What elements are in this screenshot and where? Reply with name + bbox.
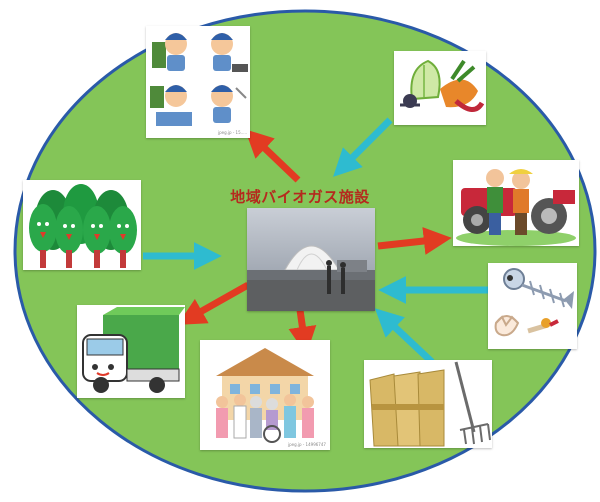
care-facility-card: jpeg.jp - 14996747	[200, 340, 330, 450]
fish-bones-eggshell-icon	[494, 268, 574, 337]
straw-card	[364, 360, 492, 448]
facility-title: 地域バイオガス施設	[230, 188, 370, 206]
farmers-tractor-icon	[456, 169, 576, 246]
arrow-to-farmers	[377, 227, 452, 255]
vegetables-icon	[400, 59, 485, 112]
care-facility-people-icon: jpeg.jp - 14996747	[216, 348, 326, 447]
factory-workers-icon: jpeg.jp - 15.....	[150, 33, 248, 135]
forest-card	[23, 180, 141, 270]
truck-card	[77, 305, 185, 398]
svg-text:jpeg.jp - 14996747: jpeg.jp - 14996747	[287, 442, 326, 447]
straw-bundle-rake-icon	[369, 361, 491, 447]
biogas-dome-photo-icon	[247, 208, 375, 311]
arrow-to-care-facility	[288, 309, 317, 355]
farmers-card	[453, 160, 579, 246]
delivery-truck-icon	[82, 307, 185, 393]
workers-card: jpeg.jp - 15.....	[146, 26, 250, 138]
arrow-to-truck	[177, 281, 250, 325]
arrow-to-workers	[244, 129, 301, 183]
arrow-from-vegetables	[333, 117, 393, 177]
svg-text:jpeg.jp - 15.....: jpeg.jp - 15.....	[217, 130, 247, 135]
fish-waste-card	[488, 263, 577, 349]
forest-trees-icon	[29, 184, 137, 268]
arrow-from-straw	[374, 308, 435, 365]
vegetables-card	[394, 51, 486, 125]
facility-photo	[247, 208, 375, 311]
